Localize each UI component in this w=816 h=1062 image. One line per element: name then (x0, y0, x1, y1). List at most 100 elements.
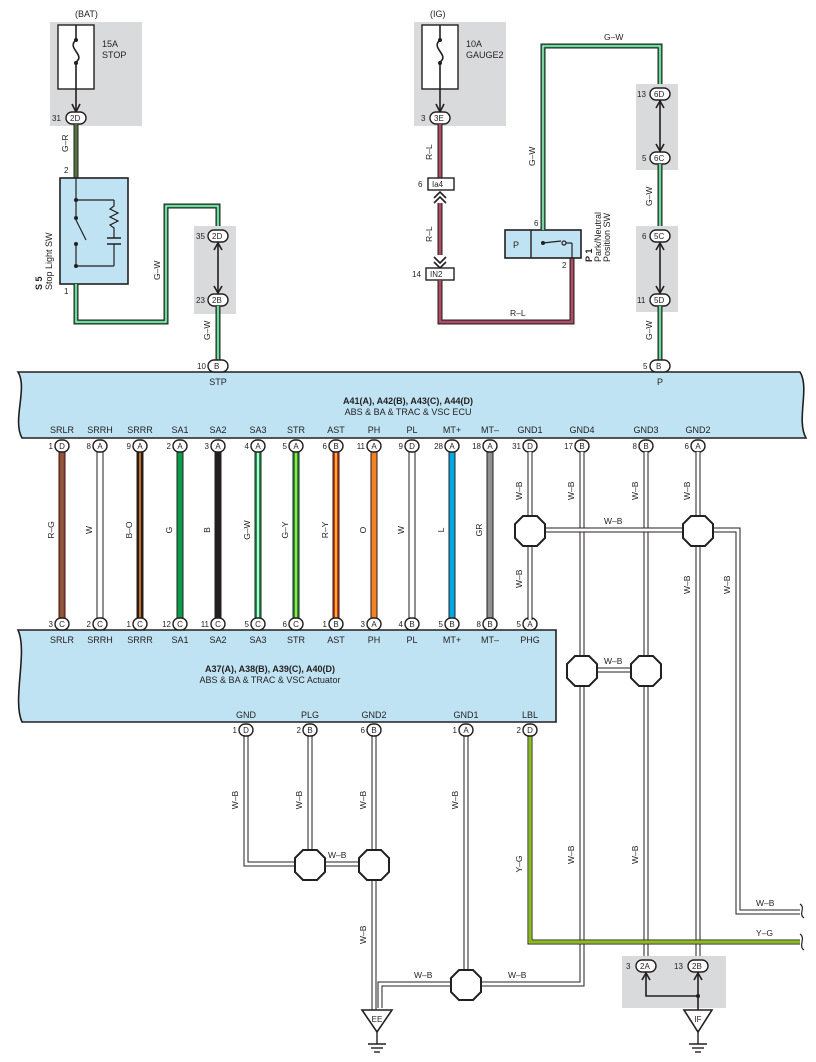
actuator-bottom-wire-label: W–B (358, 790, 368, 809)
actuator-bottom-connector (238, 723, 254, 737)
svg-text:1: 1 (64, 287, 69, 296)
actuator-pin-label: PL (406, 635, 417, 645)
ecu-pin-label: STR (287, 425, 306, 435)
actuator-pin-connector (366, 617, 382, 631)
wire-stop-to-2d: G–W (73, 203, 221, 325)
actuator-bottom-label: GND2 (361, 710, 386, 720)
ground-network: W–B W–B W–B W–B W–B W–B W–B W–B W–B W–B … (243, 452, 805, 1010)
stop-switch-code: S 5 (34, 276, 44, 290)
actuator-pin-conn: B (449, 620, 454, 629)
actuator-pin-number: 6 (283, 620, 288, 629)
svg-text:P: P (657, 377, 663, 387)
actuator-pin-conn: C (255, 620, 261, 629)
svg-text:P: P (513, 240, 519, 250)
svg-text:5: 5 (642, 154, 647, 163)
svg-text:W–B: W–B (756, 898, 775, 908)
ecu-subtitle: ABS & BA & TRAC & VSC ECU (345, 407, 472, 417)
svg-text:6: 6 (534, 219, 539, 228)
svg-text:W–B: W–B (514, 569, 524, 588)
svg-text:6D: 6D (654, 90, 664, 99)
actuator-pin-connector (54, 617, 70, 631)
svg-text:5D: 5D (654, 296, 664, 305)
svg-text:2: 2 (562, 261, 567, 270)
ecu-pin-conn: B (643, 442, 648, 451)
ecu-pin-conn: D (409, 442, 415, 451)
ecu-pin-number: 2 (167, 442, 172, 451)
ecu-pin-number: 11 (357, 442, 366, 451)
signal-wire-label: G–W (242, 520, 252, 539)
signal-wire-label: G–Y (280, 521, 290, 538)
ecu-pin-connector (288, 439, 304, 453)
junction-6d-6c: 6D 13 6C 5 (636, 84, 678, 170)
actuator-pin-connector (210, 617, 226, 631)
svg-text:5: 5 (643, 362, 648, 371)
ecu-title: A41(A), A42(B), A43(C), A44(D) (343, 396, 473, 406)
ecu-pin-conn: A (215, 442, 221, 451)
svg-text:11: 11 (637, 296, 646, 305)
actuator-pin-number: 3 (49, 620, 54, 629)
ecu-pin-conn: A (255, 442, 261, 451)
actuator-pin-conn: C (293, 620, 299, 629)
actuator-pin-connector (288, 617, 304, 631)
ecu-pin-label: AST (327, 425, 345, 435)
actuator-pin-conn: C (215, 620, 221, 629)
ecu-pin-number: 9 (399, 442, 404, 451)
ecu-pin-conn: A (177, 442, 183, 451)
svg-text:W–B: W–B (604, 656, 623, 666)
actuator-pin-connector (482, 617, 498, 631)
stop-fuse-source: (BAT) (75, 9, 98, 19)
svg-text:Ia4: Ia4 (432, 180, 444, 189)
actuator-pin-label: AST (327, 635, 345, 645)
signal-wire-label: B (202, 527, 212, 533)
svg-text:G–W: G–W (644, 187, 654, 206)
svg-text:W–B: W–B (514, 481, 524, 500)
svg-text:5C: 5C (654, 232, 664, 241)
ecu-pin-conn: A (487, 442, 493, 451)
wire-r-l: R–L Ia4 6 R–L IN2 14 R–L (412, 124, 575, 325)
ecu-pin-conn: A (97, 442, 103, 451)
actuator-bottom-number: 2 (297, 726, 302, 735)
actuator-pin-conn: C (137, 620, 143, 629)
svg-text:23: 23 (196, 296, 205, 305)
svg-text:W–B: W–B (630, 481, 640, 500)
actuator-pin-number: 1 (127, 620, 132, 629)
ecu-pin-conn: A (137, 442, 143, 451)
ecu-pin-number: 6 (323, 442, 328, 451)
svg-text:2D: 2D (70, 114, 80, 123)
park-switch-code: P 1 (584, 249, 594, 262)
svg-text:IN2: IN2 (430, 270, 443, 279)
actuator-pin-row: C3SRLRC2SRRHC1SRRRC12SA1C11SA2C5SA3C6STR… (49, 617, 540, 645)
svg-text:GAUGE2: GAUGE2 (466, 50, 504, 60)
ecu-pin-connector (210, 439, 226, 453)
svg-text:2B: 2B (692, 962, 702, 971)
wire-g-r: G–R (60, 124, 79, 178)
ecu-pin-number: 5 (283, 442, 288, 451)
signal-wire-label: W (84, 526, 94, 534)
svg-text:EE: EE (372, 1015, 383, 1024)
svg-text:W–B: W–B (722, 575, 732, 594)
svg-text:G–W: G–W (527, 147, 537, 166)
actuator-bottom-connector (302, 723, 318, 737)
ecu-pin-label: SA2 (209, 425, 226, 435)
svg-text:W–B: W–B (414, 970, 433, 980)
svg-text:B: B (656, 362, 661, 371)
splice-plg (294, 849, 326, 881)
actuator-pin-number: 2 (87, 620, 92, 629)
actuator-pin-number: 4 (399, 620, 404, 629)
actuator-bottom-connector (366, 723, 382, 737)
ecu-pin-conn: B (333, 442, 338, 451)
splice-gnd2-act (358, 849, 390, 881)
splice-gnd4 (566, 655, 598, 687)
actuator-pin-label: SA2 (209, 635, 226, 645)
svg-text:G–W: G–W (604, 32, 623, 42)
svg-text:W–B: W–B (328, 850, 347, 860)
ecu-pin-label: PH (368, 425, 381, 435)
svg-text:W–B: W–B (508, 970, 527, 980)
svg-text:STP: STP (209, 377, 227, 387)
svg-text:R–L: R–L (424, 226, 434, 242)
actuator-pin-number: 5 (245, 620, 250, 629)
svg-text:R–L: R–L (510, 308, 526, 318)
svg-text:W–B: W–B (566, 481, 576, 500)
